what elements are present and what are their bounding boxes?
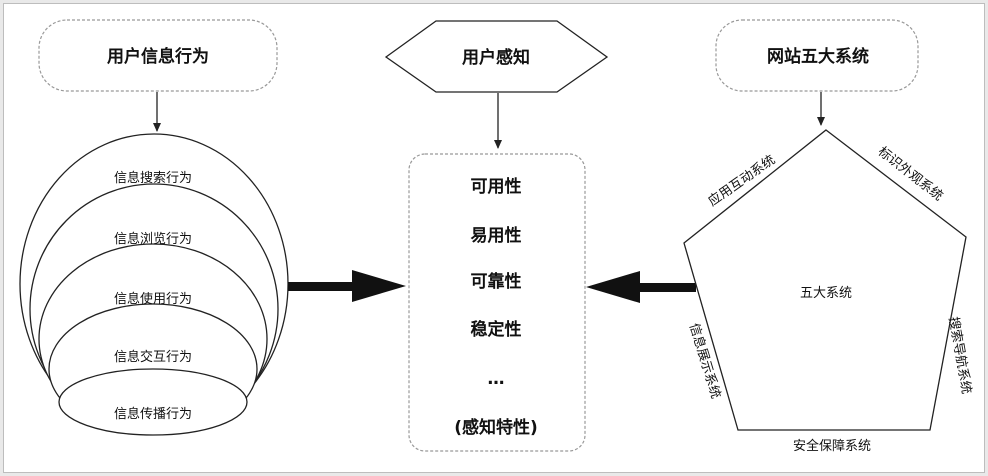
website-systems-title-box <box>715 19 919 92</box>
behavior-label: 信息浏览行为 <box>114 231 192 247</box>
five-systems-pentagon <box>683 129 967 431</box>
right-to-middle-arrow <box>586 271 696 303</box>
perception-item: 稳定性 <box>471 319 522 340</box>
pentagon-center-label: 五大系统 <box>800 286 852 301</box>
behavior-label: 信息传播行为 <box>114 406 192 422</box>
behavior-label: 信息搜索行为 <box>114 170 192 186</box>
behavior-label: 信息使用行为 <box>114 291 192 307</box>
pentagon-side-label-right: 搜索导航系统 <box>945 316 974 396</box>
perception-item: 可用性 <box>471 176 522 197</box>
behavior-label: 信息交互行为 <box>114 349 192 365</box>
user-perception-hexagon <box>384 20 609 93</box>
pentagon-side-label-bottom: 安全保障系统 <box>793 438 871 454</box>
perception-item: 可靠性 <box>471 271 522 292</box>
perception-item: … <box>488 369 505 389</box>
user-perception-title: 用户感知 <box>462 47 530 68</box>
user-behavior-title: 用户信息行为 <box>107 46 209 67</box>
left-to-middle-arrow <box>288 270 406 302</box>
diagram-frame: 用户信息行为 信息搜索行为 信息浏览行为 信息使用行为 信息交互行为 信息传播行… <box>3 3 985 473</box>
perception-item: 易用性 <box>471 225 522 246</box>
user-behavior-title-box <box>38 19 278 92</box>
website-systems-title: 网站五大系统 <box>767 46 869 67</box>
perception-item: (感知特性) <box>454 417 538 438</box>
behavior-oval-spread <box>58 368 248 436</box>
perception-features-box <box>408 153 586 452</box>
diagram-canvas: 用户信息行为 信息搜索行为 信息浏览行为 信息使用行为 信息交互行为 信息传播行… <box>19 19 975 454</box>
